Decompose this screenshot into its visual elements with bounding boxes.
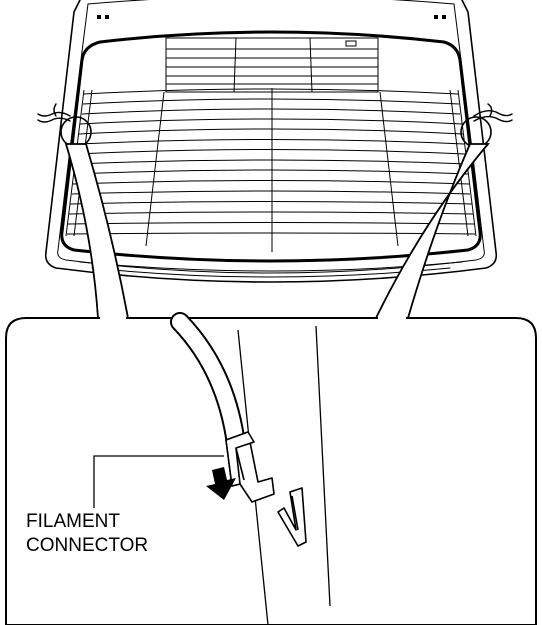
glass-line-right xyxy=(315,325,331,607)
heating-line xyxy=(67,222,475,225)
heating-line xyxy=(79,118,463,125)
heating-line xyxy=(78,128,464,135)
terminal-inner xyxy=(291,495,299,531)
wire-fill xyxy=(172,314,244,452)
heating-line xyxy=(76,149,466,155)
label-connector: CONNECTOR xyxy=(26,535,148,556)
glass-outer-edge xyxy=(44,0,498,283)
heating-line xyxy=(83,88,459,95)
clip-mark-right-a xyxy=(434,15,438,19)
heating-line xyxy=(74,159,468,165)
left-leader-band xyxy=(64,143,130,319)
glass-inner-edge xyxy=(57,0,485,274)
push-direction-arrow-icon xyxy=(206,467,236,500)
bus-bar-right-inner xyxy=(449,89,469,237)
leader-junction-mask-right xyxy=(378,317,406,321)
connector-edge xyxy=(235,447,245,481)
right-lead-hook xyxy=(487,103,493,117)
clip-mark-right-b xyxy=(442,15,446,19)
left-lead-wire-2 xyxy=(37,117,71,123)
defogger-heating-grid xyxy=(65,88,477,252)
filament-leads xyxy=(37,103,513,123)
arrow-shape xyxy=(206,467,236,500)
upper-grid-v xyxy=(233,37,237,93)
ceramic-border xyxy=(60,30,482,263)
heating-line xyxy=(77,139,465,145)
hmsl-mark xyxy=(345,40,357,47)
filament-connector xyxy=(225,431,275,503)
wire-harness xyxy=(170,312,246,454)
clip-mark-left-a xyxy=(97,15,101,19)
leader-junction-mask-left xyxy=(100,317,126,321)
right-leader-band xyxy=(374,143,490,319)
clip-mark-left-b xyxy=(105,15,109,19)
heating-line xyxy=(73,169,469,175)
heating-line xyxy=(71,190,471,195)
heating-line xyxy=(81,108,461,115)
glass-terminal xyxy=(277,487,307,547)
grid-divider xyxy=(379,91,399,247)
top-clip-marks xyxy=(97,15,446,47)
heating-line xyxy=(66,232,476,235)
label-filament: FILAMENT xyxy=(26,511,120,532)
left-lead-hook xyxy=(53,103,57,117)
detail-callout-box xyxy=(5,317,537,625)
upper-grid-v xyxy=(309,37,313,93)
heating-line xyxy=(69,201,473,205)
right-lead-wire xyxy=(473,109,513,117)
heating-line xyxy=(82,98,460,105)
heating-line xyxy=(68,211,474,215)
right-detail-circle xyxy=(460,116,492,148)
callout-frame xyxy=(5,317,537,625)
upper-defogger-grid xyxy=(165,37,379,93)
label-leader xyxy=(93,455,224,508)
heating-line xyxy=(72,180,470,185)
grid-divider xyxy=(145,91,165,247)
label-leader-line xyxy=(93,455,224,508)
terminal-clip xyxy=(277,487,307,547)
left-lead-wire xyxy=(37,111,71,117)
